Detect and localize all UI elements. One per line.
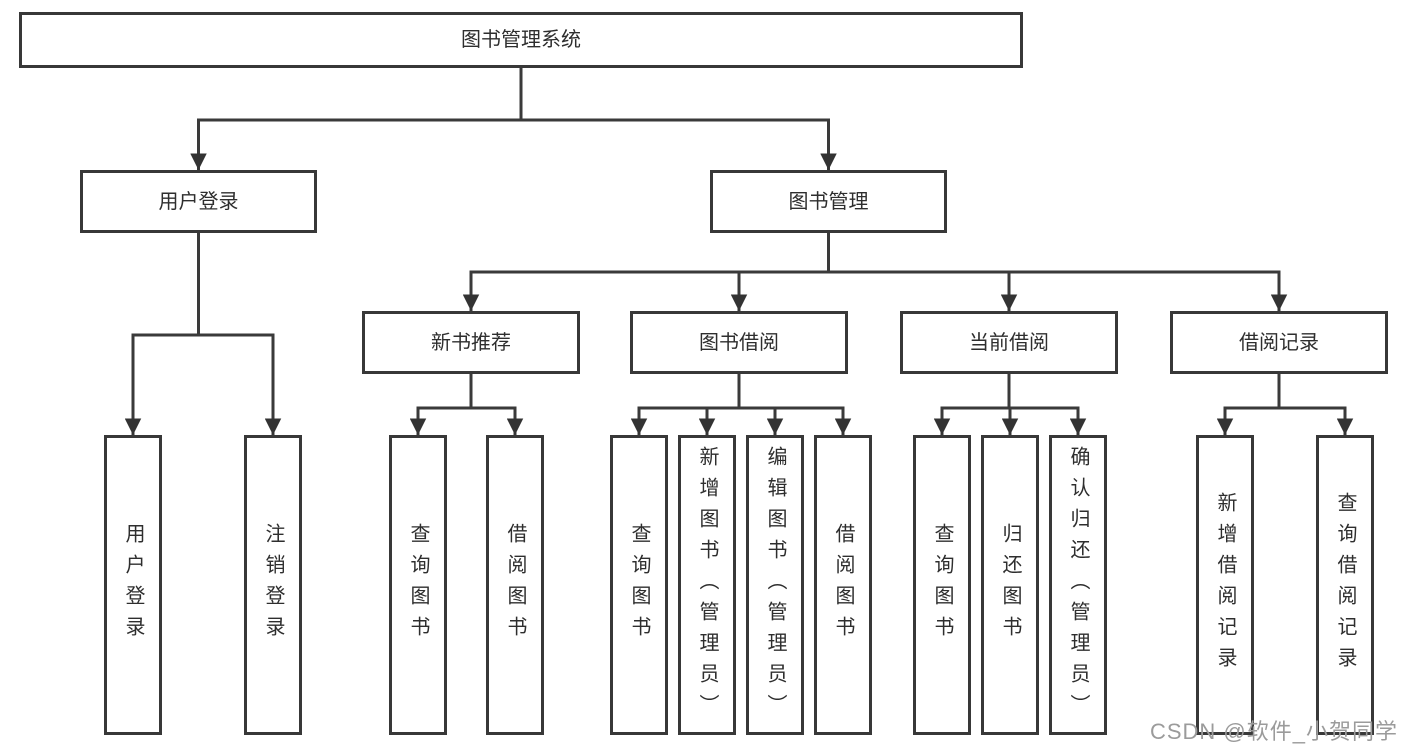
leaf-query-books-current: 查询图书 (913, 435, 971, 735)
node-label: 借阅记录 (1239, 331, 1319, 354)
node-label: 借阅图书 (504, 523, 526, 647)
leaf-edit-books-admin: 编辑图书（管理员） (746, 435, 804, 735)
node-new-book-recommendation: 新书推荐 (362, 311, 580, 374)
node-current-borrowing: 当前借阅 (900, 311, 1118, 374)
node-book-borrowing: 图书借阅 (630, 311, 848, 374)
node-label: 借阅图书 (832, 523, 854, 647)
leaf-add-borrowing-record: 新增借阅记录 (1196, 435, 1254, 735)
leaf-borrow-books-recommend: 借阅图书 (486, 435, 544, 735)
leaf-query-books-recommend: 查询图书 (389, 435, 447, 735)
node-label: 查询借阅记录 (1334, 492, 1356, 678)
leaf-return-books: 归还图书 (981, 435, 1039, 735)
node-label: 当前借阅 (969, 331, 1049, 354)
leaf-add-books-admin: 新增图书（管理员） (678, 435, 736, 735)
node-label: 确认归还（管理员） (1067, 445, 1089, 725)
node-label: 图书管理系统 (461, 29, 581, 51)
csdn-watermark: CSDN @软件_小贺同学 (1149, 719, 1398, 744)
node-label: 新书推荐 (431, 331, 511, 354)
node-label: 新增图书（管理员） (696, 445, 718, 725)
leaf-query-books-borrowing: 查询图书 (610, 435, 668, 735)
leaf-borrow-books: 借阅图书 (814, 435, 872, 735)
node-label: 查询图书 (628, 523, 650, 647)
leaf-confirm-return-admin: 确认归还（管理员） (1049, 435, 1107, 735)
node-label: 注销登录 (262, 523, 284, 647)
node-label: 编辑图书（管理员） (764, 445, 786, 725)
node-label: 查询图书 (931, 523, 953, 647)
node-book-management-module: 图书管理 (710, 170, 947, 233)
leaf-query-borrowing-record: 查询借阅记录 (1316, 435, 1374, 735)
node-label: 新增借阅记录 (1214, 492, 1236, 678)
node-user-login-module: 用户登录 (80, 170, 317, 233)
node-label: 查询图书 (407, 523, 429, 647)
node-label: 图书管理 (788, 190, 869, 213)
node-borrowing-records: 借阅记录 (1170, 311, 1388, 374)
node-label: 图书借阅 (699, 331, 779, 354)
leaf-logout: 注销登录 (244, 435, 302, 735)
leaf-user-login: 用户登录 (104, 435, 162, 735)
node-label: 用户登录 (158, 190, 239, 213)
node-label: 用户登录 (122, 523, 144, 647)
node-label: 归还图书 (999, 523, 1021, 647)
node-library-management-system: 图书管理系统 (19, 12, 1023, 68)
